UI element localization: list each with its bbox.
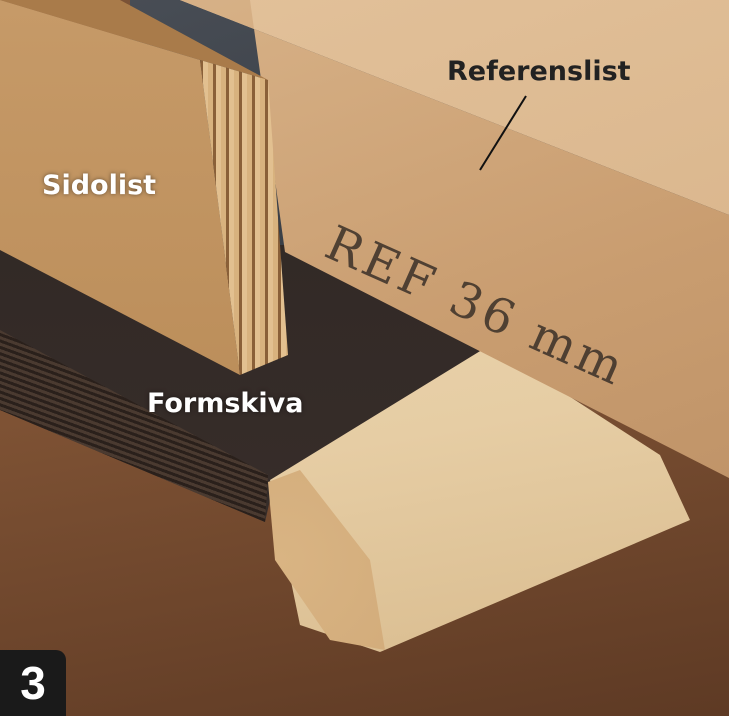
step-badge: 3 <box>0 650 66 716</box>
label-sidolist: Sidolist <box>42 170 157 201</box>
label-formskiva: Formskiva <box>147 388 304 419</box>
label-referenslist: Referenslist <box>447 56 631 87</box>
